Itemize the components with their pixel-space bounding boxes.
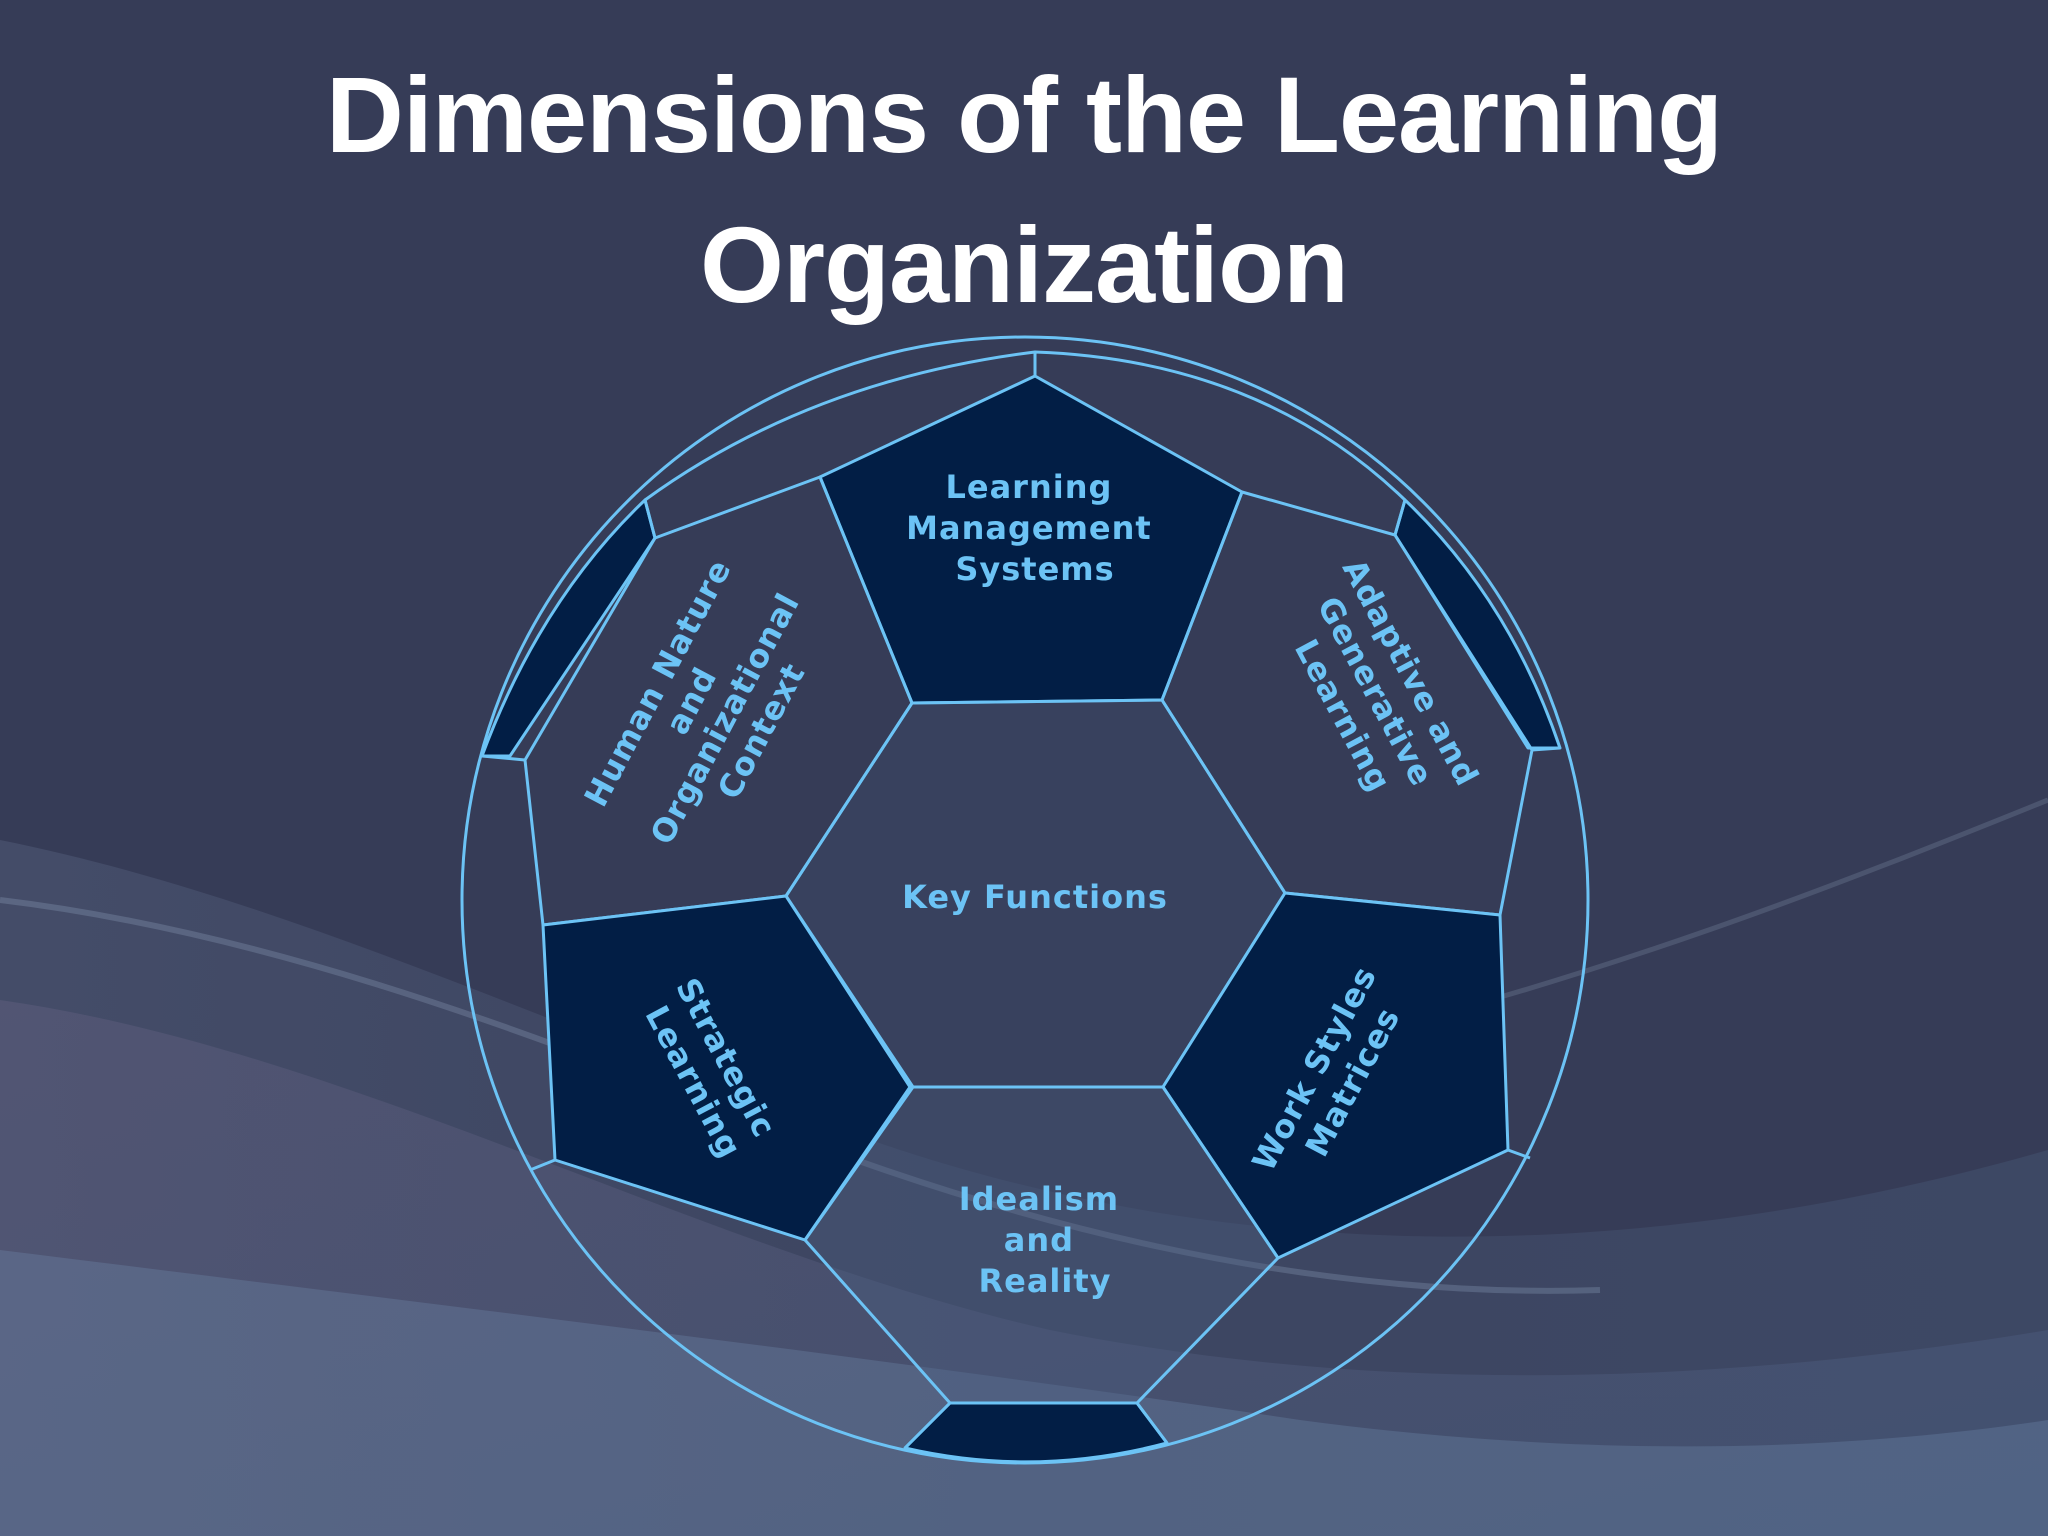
seam-bottom-left	[903, 1401, 952, 1450]
title-line-2: Organization	[699, 204, 1349, 325]
title-line-1: Dimensions of the Learning	[325, 54, 1723, 175]
seam-upper-arc	[644, 350, 1407, 502]
seam-top-left	[643, 499, 657, 539]
seam-lower-left	[529, 1158, 556, 1172]
seam-bottom-right	[1135, 1402, 1169, 1444]
panel-lower-right	[1161, 891, 1510, 1260]
rim-patch-bottom	[903, 1401, 1169, 1464]
seam-top-right	[1393, 499, 1407, 536]
seam-left	[481, 754, 526, 762]
label-center: Key Functions	[902, 878, 1168, 916]
page-title: Dimensions of the Learning Organization	[0, 40, 2048, 340]
seam-right	[1531, 746, 1561, 752]
label-bottom: Idealism and Reality	[959, 1180, 1132, 1300]
label-top: Learning Management Systems	[906, 468, 1164, 588]
seam-lower-right	[1507, 1148, 1531, 1160]
